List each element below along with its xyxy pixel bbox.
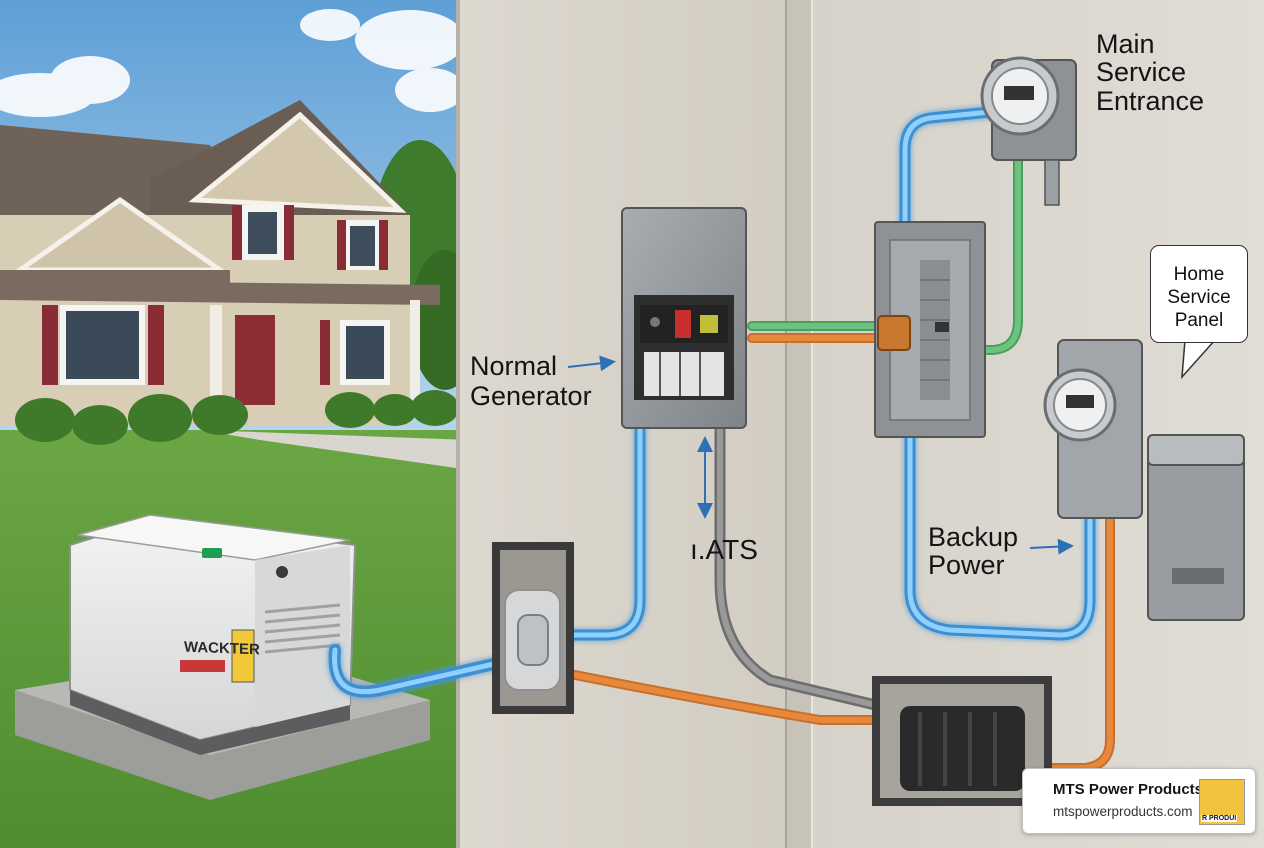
badge-company-name: MTS Power Products [1053,781,1204,798]
wall-corner [786,0,812,848]
power-inlet-box [492,542,574,714]
badge-logo-text: R PRODUI [1201,815,1238,822]
main-service-entrance-label: Main Service Entrance [1096,29,1205,116]
normal-label: Normal [470,351,558,381]
standby-generator [15,514,430,800]
brand-badge: MTS Power Products mtspowerproducts.com … [1022,768,1256,834]
backup-meter [1043,339,1143,519]
generator-brand-label: WACKTER [184,638,260,659]
clouds [0,9,465,117]
transfer-switch [621,207,747,429]
backup-power-label: Backup Power [928,522,1019,581]
company-logo-icon: R PRODUI [1199,779,1245,825]
house [0,100,440,425]
ats-label: ı.ATS [690,534,758,565]
home-service-panel-callout: Home Service Panel [1150,245,1248,343]
generator-label: Generator [470,381,592,411]
arrows [567,355,1074,555]
shrubs [15,390,459,445]
disconnect-box [1147,434,1245,621]
home-service-panel-label: Home Service Panel [1167,264,1231,331]
home-service-panel [874,221,986,438]
main-service-meter [980,56,1077,206]
right-wall [800,0,1264,848]
walkway [200,430,470,470]
cables [328,106,1115,773]
badge-website: mtspowerproducts.com [1053,804,1193,819]
